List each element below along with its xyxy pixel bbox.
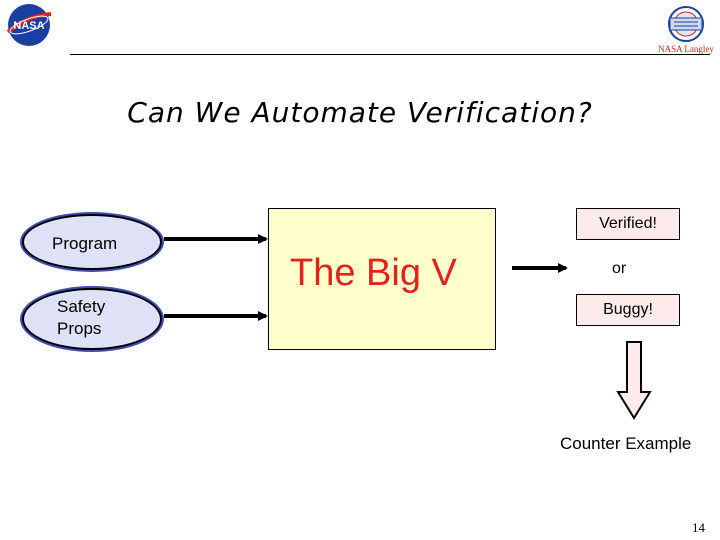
program-label: Program <box>52 234 118 253</box>
safety-props-oval: Safety Props <box>22 288 162 350</box>
page-number: 14 <box>692 520 705 535</box>
verified-box: Verified! <box>576 208 680 240</box>
or-label: or <box>612 260 627 277</box>
verifier-label: The Big V <box>290 252 457 294</box>
verifier-box <box>268 208 496 350</box>
nasa-langley-logo: NASA Langley <box>656 2 716 58</box>
counter-example-down-arrow <box>616 341 652 420</box>
counter-example-label: Counter Example <box>560 434 692 453</box>
nasa-meatball-logo-icon: NASA <box>6 4 52 46</box>
safety-props-label: Safety Props <box>57 296 105 340</box>
slide-title: Can We Automate Verification? <box>127 96 593 129</box>
program-oval: Program <box>22 214 162 270</box>
nasa-langley-seal-icon <box>668 6 704 42</box>
safety-label-line2: Props <box>57 319 102 338</box>
nasa-langley-label: NASA Langley <box>658 44 714 54</box>
header-divider <box>70 54 710 55</box>
buggy-box: Buggy! <box>576 294 680 326</box>
safety-label-line1: Safety <box>57 297 106 316</box>
nasa-logo-text: NASA <box>13 20 44 32</box>
nasa-logo: NASA <box>4 2 54 48</box>
